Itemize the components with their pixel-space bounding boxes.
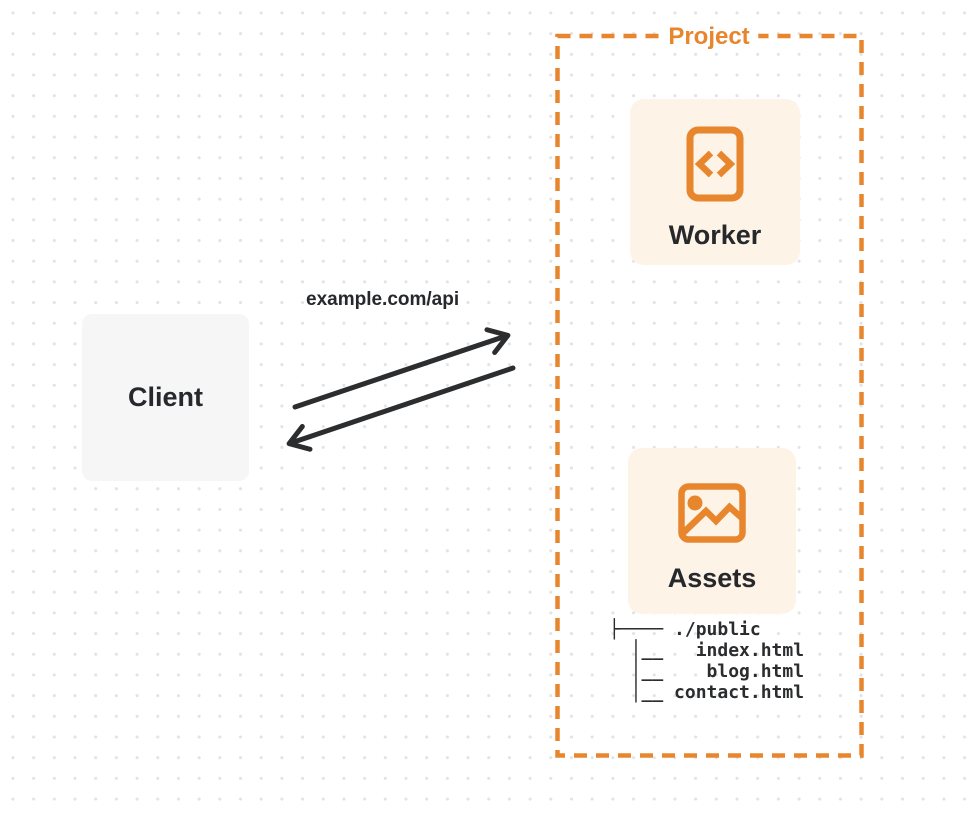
tree-line-public: ├──── ./public: [609, 619, 761, 640]
assets-node: Assets: [628, 448, 796, 614]
response-arrow: [286, 365, 516, 452]
worker-node: Worker: [630, 99, 800, 265]
request-arrow: [292, 327, 511, 410]
image-icon: [678, 483, 746, 543]
tree-line-index: │__ index.html: [609, 640, 805, 661]
tree-line-blog: │__ blog.html: [609, 661, 805, 682]
assets-label: Assets: [667, 563, 757, 593]
project-label: Project: [659, 22, 759, 52]
file-tree: ├──── ./public │__ index.html │__ blog.h…: [609, 619, 804, 703]
client-label: Client: [127, 381, 203, 412]
code-file-icon: [686, 126, 744, 202]
client-node: Client: [82, 314, 249, 481]
worker-label: Worker: [668, 220, 762, 250]
tree-line-contact: │__ contact.html: [609, 682, 805, 703]
request-url-label: example.com/api: [306, 289, 460, 310]
